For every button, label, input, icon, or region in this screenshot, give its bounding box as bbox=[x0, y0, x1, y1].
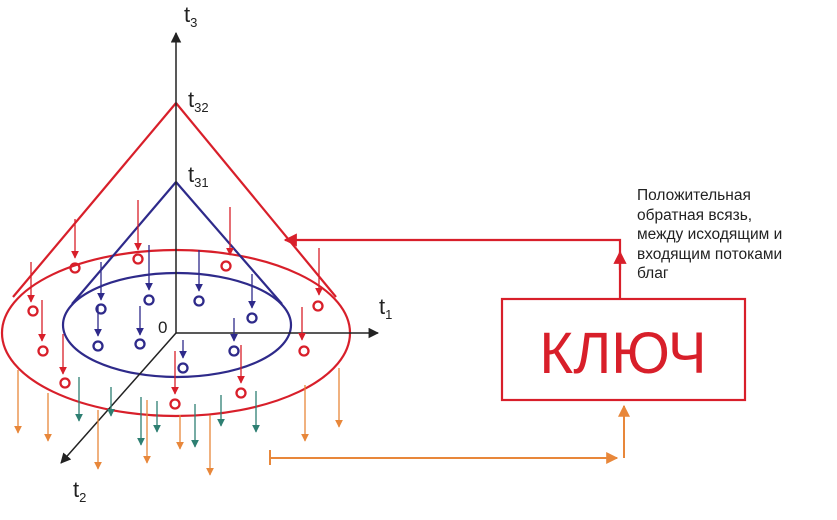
t3-label: t3 bbox=[184, 2, 197, 30]
feedback-text-line: входящим потоками bbox=[637, 245, 783, 263]
blue-flow-arrow bbox=[134, 306, 146, 350]
blue-flow-arrow bbox=[92, 306, 104, 352]
feedback-text-line: благ bbox=[637, 265, 669, 282]
red-flow-arrow bbox=[37, 300, 49, 357]
feedback-description: Положительная обратная всязь, между исхо… bbox=[637, 186, 837, 284]
feedback-text-line: обратная всязь, bbox=[637, 206, 753, 224]
red-flow-arrow bbox=[235, 345, 247, 399]
t32-label: t32 bbox=[188, 87, 209, 115]
origin-label: 0 bbox=[158, 318, 167, 337]
blue-flow-arrow bbox=[177, 340, 189, 374]
blue-flow-arrow bbox=[143, 245, 155, 306]
t1-label: t1 bbox=[379, 294, 392, 322]
blue-flow-arrow bbox=[95, 262, 107, 315]
red-flow-arrow bbox=[69, 219, 81, 274]
red-flow-arrow bbox=[312, 248, 324, 312]
teal-flow-arrows bbox=[75, 377, 260, 448]
inner-ellipse bbox=[61, 271, 293, 379]
t2-axis bbox=[60, 332, 177, 464]
blue-flow-arrow bbox=[193, 250, 205, 307]
inner-cone bbox=[61, 181, 293, 379]
feedback-connector bbox=[283, 233, 627, 298]
red-flow-arrow bbox=[132, 200, 144, 265]
outer-cone-right-edge bbox=[175, 102, 337, 298]
key-box bbox=[500, 297, 747, 402]
feedback-text-line: Положительная bbox=[637, 187, 751, 204]
red-flow-arrow bbox=[59, 334, 71, 389]
outer-cone-left-edge bbox=[12, 102, 177, 298]
red-flow-arrow bbox=[220, 207, 234, 272]
t2-label: t2 bbox=[73, 477, 86, 505]
blue-flow-arrow bbox=[228, 318, 240, 357]
inner-flow-markers bbox=[92, 245, 258, 374]
blue-flow-arrow bbox=[246, 274, 258, 324]
outgoing-flow-arrows bbox=[14, 368, 343, 476]
inner-cone-right-edge bbox=[175, 181, 283, 305]
t31-label: t31 bbox=[188, 162, 209, 190]
outflow-to-key-connector bbox=[269, 404, 630, 465]
axes bbox=[60, 31, 380, 464]
outer-flow-markers bbox=[27, 200, 324, 410]
feedback-text-line: между исходящим и bbox=[637, 226, 783, 243]
red-flow-arrow bbox=[298, 307, 310, 357]
inner-cone-left-edge bbox=[71, 181, 177, 305]
key-label: КЛЮЧ bbox=[539, 321, 706, 386]
red-flow-arrow bbox=[169, 351, 181, 410]
red-flow-arrow bbox=[27, 262, 39, 317]
